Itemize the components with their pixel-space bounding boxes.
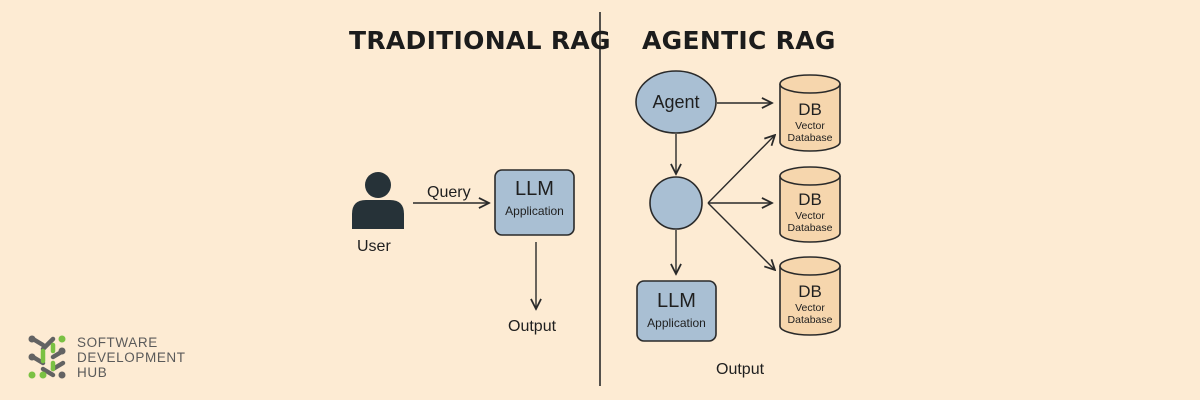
- db-2-text: DB Vector Database: [780, 190, 840, 234]
- agent-label: Agent: [652, 92, 700, 112]
- db-line2: Database: [787, 314, 833, 326]
- router-node: [649, 176, 703, 230]
- agentic-output-label: Output: [716, 361, 765, 378]
- traditional-output-label: Output: [508, 318, 557, 335]
- traditional-rag-title: TRADITIONAL RAG: [349, 26, 611, 55]
- router-to-db3-arrow: [707, 202, 775, 270]
- traditional-llm-text: LLM Application: [495, 178, 574, 218]
- db-line1: Vector: [795, 210, 825, 222]
- db-line1: Vector: [795, 302, 825, 314]
- db-title: DB: [798, 282, 822, 301]
- agentic-llm-text: LLM Application: [637, 290, 716, 330]
- agentic-rag-title: AGENTIC RAG: [642, 26, 836, 55]
- llm-subtitle: Application: [505, 204, 564, 218]
- db-line1: Vector: [795, 120, 825, 132]
- logo-line3: HUB: [77, 365, 108, 380]
- logo-line1: SOFTWARE: [77, 335, 158, 350]
- db-line2: Database: [787, 222, 833, 234]
- query-label: Query: [427, 184, 471, 201]
- vector-db-1: [779, 74, 841, 152]
- logo-text: SOFTWARE DEVELOPMENT HUB: [77, 335, 186, 380]
- llm-subtitle: Application: [647, 316, 706, 330]
- traditional-llm-box: [494, 169, 575, 236]
- llm-title: LLM: [515, 178, 554, 200]
- agent-node: [635, 70, 717, 134]
- logo-line2: DEVELOPMENT: [77, 350, 186, 365]
- db-line2: Database: [787, 132, 833, 144]
- user-label: User: [357, 238, 391, 255]
- llm-title: LLM: [657, 290, 696, 312]
- db-1-text: DB Vector Database: [780, 100, 840, 144]
- agentic-llm-box: [636, 280, 717, 342]
- db-title: DB: [798, 190, 822, 209]
- router-to-db1-arrow: [707, 135, 775, 204]
- logo-mark-icon: [28, 335, 66, 379]
- db-3-text: DB Vector Database: [780, 282, 840, 326]
- vector-db-3: [779, 256, 841, 336]
- vector-db-2: [779, 166, 841, 243]
- db-title: DB: [798, 100, 822, 119]
- user-icon: [352, 172, 404, 229]
